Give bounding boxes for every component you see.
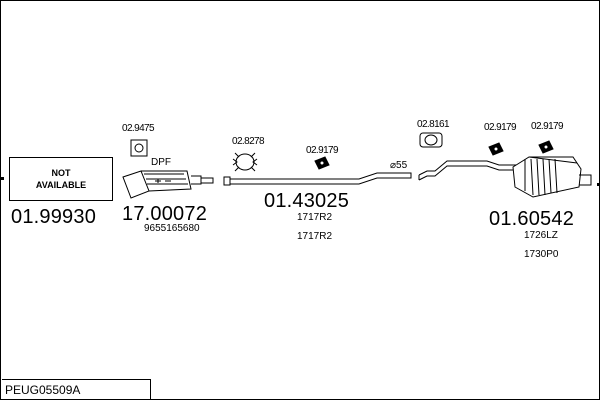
dpf-filter-part <box>122 170 214 199</box>
dpf-part-ref[interactable]: 17.00072 <box>122 203 208 225</box>
diagram-id-box: PEUG05509A <box>2 379 151 400</box>
clamp-part <box>232 152 258 172</box>
left-edge-pin <box>1 177 4 180</box>
middle-pipe-part <box>223 172 412 186</box>
diagram-id: PEUG05509A <box>5 383 81 397</box>
rear-part-ref[interactable]: 01.60542 <box>489 208 575 230</box>
rear-pipe-part <box>418 160 521 181</box>
dpf-sub-number: 9655165680 <box>144 223 200 234</box>
rear-mount-code-2[interactable]: 02.9179 <box>484 122 517 133</box>
dpf-gasket-part <box>130 139 148 157</box>
not-available-label: NOT AVAILABLE <box>35 168 87 190</box>
middle-part-ref[interactable]: 01.43025 <box>264 190 350 212</box>
rear-sub-number-2: 1730P0 <box>524 249 559 260</box>
middle-mount-code[interactable]: 02.9179 <box>306 145 339 156</box>
rubber-mount-part <box>314 156 330 170</box>
rear-mount-code-3[interactable]: 02.9179 <box>531 121 564 132</box>
rear-sub-number-1: 1726LZ <box>524 230 558 241</box>
middle-sub-number-2: 1717R2 <box>297 231 333 242</box>
unavailable-part-ref[interactable]: 01.99930 <box>11 206 97 228</box>
pipe-diameter-label: ⌀55 <box>390 160 408 171</box>
middle-sub-number-1: 1717R2 <box>297 212 333 223</box>
rear-mount-code[interactable]: 02.8161 <box>417 119 450 130</box>
rear-mount-part <box>419 132 443 148</box>
rear-silencer-part <box>512 156 592 198</box>
not-available-box: NOT AVAILABLE <box>9 157 113 201</box>
clamp-code[interactable]: 02.8278 <box>232 136 265 147</box>
dpf-label: DPF <box>151 157 171 168</box>
dpf-gasket-code[interactable]: 02.9475 <box>122 123 155 134</box>
right-edge-pin <box>597 183 600 186</box>
rear-rubber-mount-part <box>488 140 554 156</box>
